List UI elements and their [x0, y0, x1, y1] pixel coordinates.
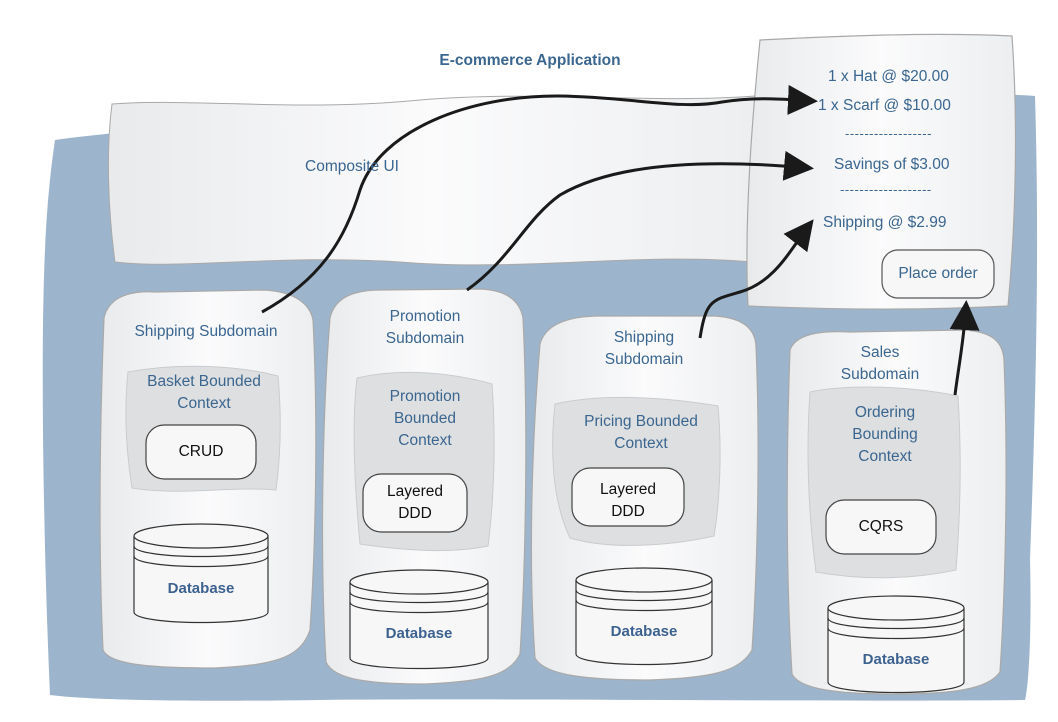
subdomain-label-2: Promotion Subdomain [385, 308, 465, 347]
arrow-basket-to-items [261, 84, 818, 314]
bounded-context-label-1: Basket Bounded Context [147, 373, 261, 412]
database-cylinder-2 [349, 569, 489, 670]
database-cylinder-1 [133, 523, 269, 624]
arrow-promotion-to-savings [466, 150, 814, 292]
place-order-button-shape[interactable] [881, 249, 995, 299]
receipt-separator-2: ------------------- [840, 182, 932, 197]
receipt-shipping: Shipping @ $2.99 [823, 214, 947, 231]
application-title: E-commerce Application [439, 52, 621, 69]
arrow-pricing-to-shipping [698, 219, 814, 339]
bounded-context-label-4: Ordering Bounding Context [852, 404, 918, 465]
architecture-label-3: Layered DDD [599, 481, 656, 520]
database-label-2: Database [385, 625, 453, 642]
subdomain-label-4: Sales Subdomain [840, 344, 920, 383]
composite-ui-label: Composite UI [305, 158, 399, 175]
architecture-label-4: CQRS [858, 518, 904, 535]
architecture-box-1 [145, 424, 257, 480]
database-label-4: Database [862, 651, 930, 668]
database-label-1: Database [167, 580, 235, 597]
architecture-box-3 [571, 467, 685, 527]
architecture-label-2: Layered DDD [386, 483, 443, 522]
receipt-line-scarf: 1 x Scarf @ $10.00 [818, 97, 951, 114]
database-cylinder-3 [575, 567, 713, 666]
arrow-ordering-to-place-order [949, 300, 980, 396]
subdomain-label-3: Shipping Subdomain [604, 329, 684, 368]
receipt-separator-1: ------------------ [845, 126, 932, 141]
subdomain-label-1: Shipping Subdomain [134, 323, 278, 340]
architecture-box-2 [362, 473, 468, 533]
architecture-label-1: CRUD [178, 443, 224, 460]
database-label-3: Database [610, 623, 678, 640]
bounded-context-label-2: Promotion Bounded Context [389, 388, 461, 449]
place-order-button[interactable]: Place order [898, 265, 978, 282]
architecture-box-4 [825, 499, 937, 555]
bounded-context-label-3: Pricing Bounded Context [584, 413, 698, 452]
receipt-savings: Savings of $3.00 [834, 156, 950, 173]
receipt-line-hat: 1 x Hat @ $20.00 [828, 68, 949, 85]
database-cylinder-4 [827, 595, 965, 694]
